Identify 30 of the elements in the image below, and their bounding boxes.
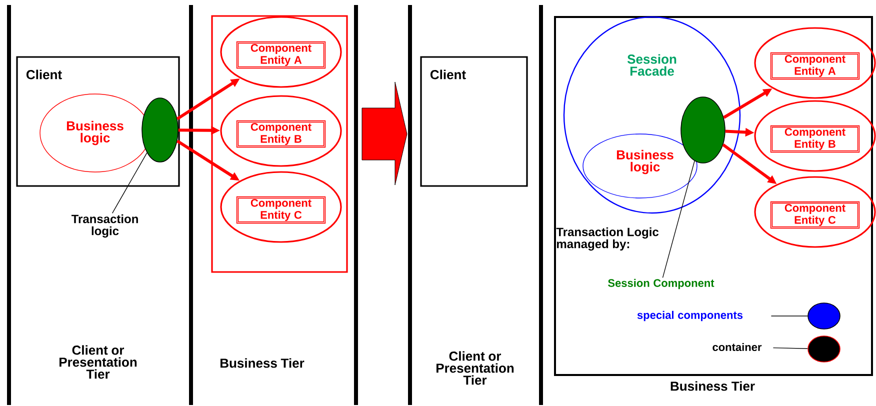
leader-line bbox=[112, 152, 148, 214]
leader-line bbox=[662, 160, 695, 278]
component-box: Component Entity A bbox=[236, 41, 326, 69]
node-label: Business Tier bbox=[670, 381, 755, 391]
component-box: Component Entity C bbox=[770, 201, 860, 229]
entity-ellipse bbox=[220, 16, 342, 88]
component-box: Component Entity B bbox=[770, 125, 860, 153]
entity-ellipse bbox=[220, 171, 342, 243]
entity-ellipse bbox=[220, 95, 342, 167]
client-box: Client bbox=[420, 56, 528, 187]
legend-circle bbox=[808, 302, 840, 330]
note-text: Transaction Logic managed by: bbox=[556, 227, 659, 251]
session-component-label: Session Component bbox=[608, 278, 714, 290]
component-box: Component Entity B bbox=[236, 120, 326, 148]
component-box: Component Entity C bbox=[236, 196, 326, 224]
entity-ellipse bbox=[754, 176, 876, 248]
tier-label: Client or Presentation Tier bbox=[60, 345, 137, 379]
special-components-label: special components bbox=[637, 310, 743, 322]
legend-circle bbox=[808, 336, 840, 362]
container-label: container bbox=[712, 342, 762, 352]
entity-ellipse bbox=[754, 27, 876, 99]
tier-label: Client or Presentation Tier bbox=[436, 351, 514, 385]
component-container-box bbox=[211, 15, 348, 273]
session-component-ellipse bbox=[680, 96, 726, 164]
transaction-ellipse bbox=[142, 98, 178, 162]
leader-line bbox=[772, 347, 808, 349]
component-box: Component Entity A bbox=[770, 52, 860, 80]
tier-label: Business Tier bbox=[220, 358, 304, 368]
entity-ellipse bbox=[754, 100, 876, 172]
transaction-logic-label: Transaction logic bbox=[71, 214, 138, 238]
